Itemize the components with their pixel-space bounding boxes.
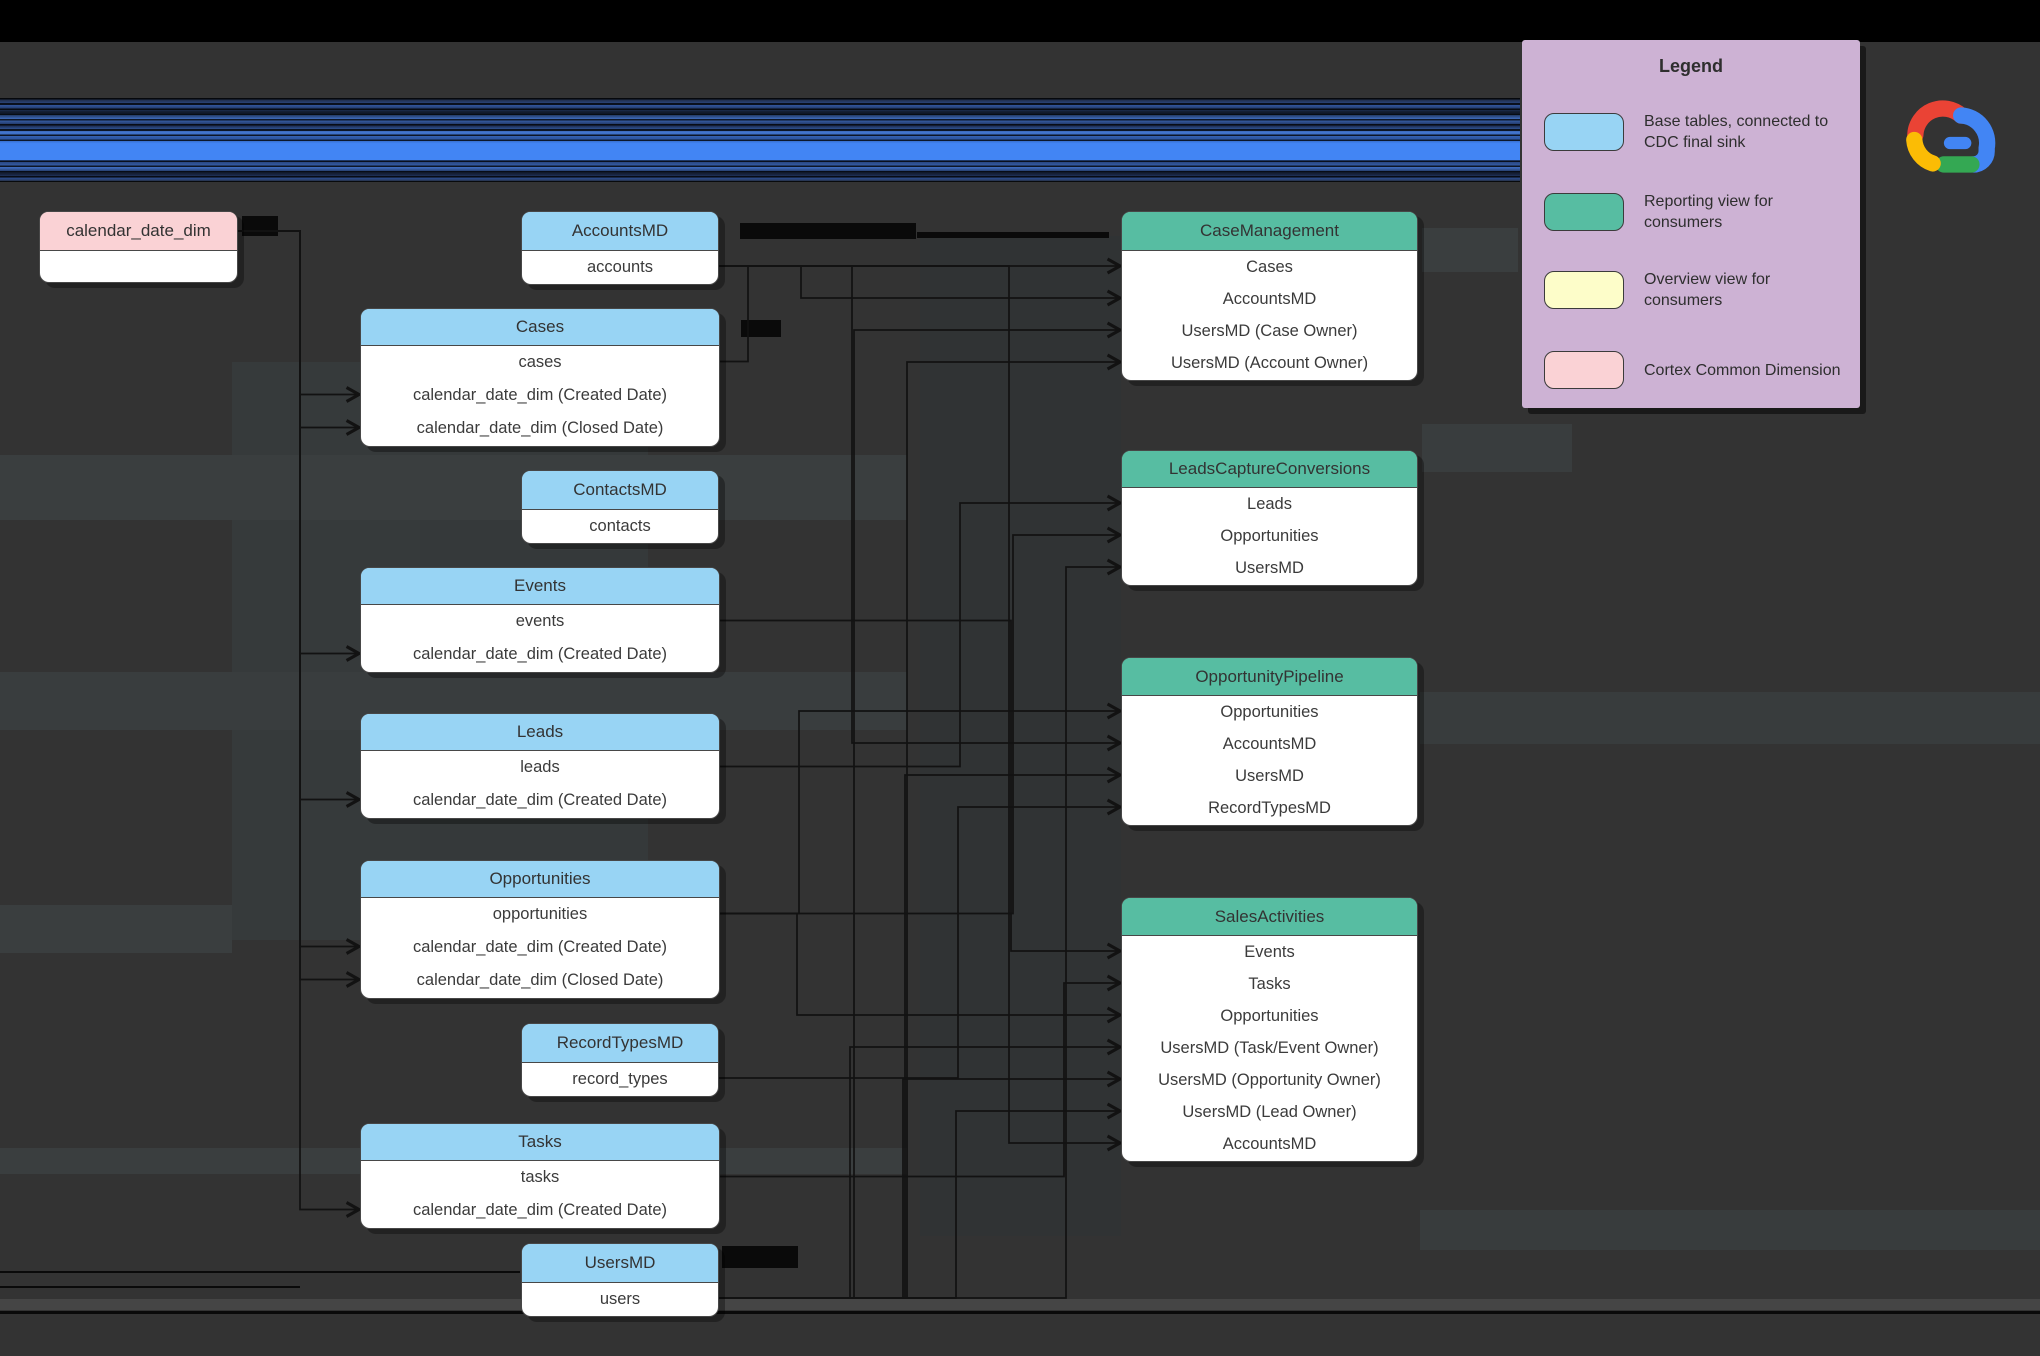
legend-title: Legend: [1658, 56, 1723, 76]
table-node-users_md: UsersMD users: [521, 1243, 719, 1317]
table-row: leads: [520, 758, 560, 776]
table-row: contacts: [589, 516, 651, 535]
table-node-title: Leads: [361, 714, 719, 751]
table-row: calendar_date_dim (Created Date): [412, 1201, 668, 1219]
table-row: UsersMD (Opportunity Owner): [1158, 1070, 1381, 1089]
table-row: tasks: [520, 1168, 560, 1186]
table-row: calendar_date_dim (Closed Date): [416, 419, 664, 437]
table-node-title: RecordTypesMD: [522, 1024, 718, 1063]
legend-item-overview_view: Overview view for consumers: [1544, 252, 1844, 328]
table-node-title: UsersMD: [522, 1244, 718, 1283]
edge-bundle-artifact: [741, 320, 781, 337]
legend-label: Reporting view for consumers: [1644, 193, 1773, 231]
background-artifact: [0, 1299, 2040, 1310]
table-node-cases: Cases cases calendar_date_dim (Created Dat…: [360, 308, 720, 447]
table-node-record_types_md: RecordTypesMD record_types: [521, 1023, 719, 1097]
table-row: Cases: [1246, 257, 1293, 276]
edge-bundle-artifact: [0, 1271, 520, 1273]
table-node-calendar_date_dim: calendar_date_dim: [39, 211, 238, 283]
table-row: UsersMD (Lead Owner): [1182, 1102, 1357, 1121]
table-row: Events: [1244, 942, 1295, 961]
table-row: calendar_date_dim (Created Date): [412, 386, 668, 404]
table-row: Tasks: [1248, 974, 1291, 993]
table-row: record_types: [572, 1069, 668, 1088]
table-row: Opportunities: [1220, 526, 1319, 545]
legend-swatch-reporting_view: [1544, 193, 1624, 231]
edge-bundle-artifact: [722, 1246, 798, 1268]
blue-glitch-band: [0, 98, 1520, 182]
background-artifact: [0, 455, 907, 520]
table-node-contacts_md: ContactsMD contacts: [521, 470, 719, 544]
table-row: UsersMD: [1235, 558, 1304, 577]
background-artifact: [1422, 228, 1518, 272]
table-node-opportunities: Opportunities opportunities calendar_date_…: [360, 860, 720, 999]
table-row: calendar_date_dim (Created Date): [412, 645, 668, 663]
edge-bundle-artifact: [242, 216, 278, 236]
table-node-title: CaseManagement: [1122, 212, 1417, 251]
table-node-title: ContactsMD: [522, 471, 718, 510]
edge-bundle-artifact: [740, 223, 916, 239]
legend-panel: Legend Base tables, connected to CDC fin…: [1522, 40, 1860, 408]
table-row: AccountsMD: [1222, 734, 1317, 753]
background-artifact: [1420, 1210, 2040, 1250]
table-row: UsersMD (Account Owner): [1170, 353, 1369, 372]
legend-swatch-overview_view: [1544, 271, 1624, 309]
edge-bundle-artifact: [0, 1311, 2040, 1314]
table-row: UsersMD (Case Owner): [1181, 321, 1358, 340]
blue-glitch-band-core: [0, 145, 1520, 160]
legend-label: Base tables, connected to CDC final sink: [1644, 113, 1829, 151]
google-cloud-logo: [1906, 100, 1996, 173]
table-node-events: Events events calendar_date_dim (Created D…: [360, 567, 720, 673]
table-row: Leads: [1247, 494, 1292, 513]
table-row: cases: [518, 353, 562, 371]
table-row: UsersMD (Task/Event Owner): [1160, 1038, 1379, 1057]
table-row: calendar_date_dim (Created Date): [412, 938, 668, 956]
legend-item-reporting_view: Reporting view for consumers: [1544, 174, 1844, 250]
table-row: events: [515, 612, 565, 630]
table-node-title: Events: [361, 568, 719, 605]
edge-bundle-artifact: [0, 1286, 300, 1288]
letterbox-top-bar: [0, 0, 2040, 42]
background-artifact: [0, 905, 232, 953]
logo-yellow-arc: [1906, 131, 1941, 172]
table-node-title: OpportunityPipeline: [1122, 658, 1417, 696]
table-node-title: Tasks: [361, 1124, 719, 1161]
table-row: users: [599, 1289, 641, 1308]
table-row: calendar_date_dim (Created Date): [412, 791, 668, 809]
table-row: calendar_date_dim (Closed Date): [416, 971, 664, 989]
legend-item-common_dimension: Cortex Common Dimension: [1544, 332, 1844, 408]
table-node-title: Opportunities: [361, 861, 719, 898]
table-row: AccountsMD: [1222, 289, 1317, 308]
legend-swatch-base: [1544, 113, 1624, 151]
table-row: UsersMD: [1235, 766, 1304, 785]
table-node-title: SalesActivities: [1122, 898, 1417, 936]
edge-bundle-artifact: [917, 232, 1109, 238]
legend-swatch-common_dimension: [1544, 351, 1624, 389]
background-artifact: [1420, 692, 2040, 744]
table-row: RecordTypesMD: [1208, 798, 1331, 817]
table-row: Opportunities: [1220, 702, 1319, 721]
legend-label: Cortex Common Dimension: [1644, 361, 1841, 379]
logo-blue-arc: [1953, 107, 1996, 173]
table-node-leads: Leads leads calendar_date_dim (Created Dat…: [360, 713, 720, 819]
legend-item-base: Base tables, connected to CDC final sink: [1544, 94, 1844, 170]
table-row: [40, 251, 237, 281]
table-row: AccountsMD: [1222, 1134, 1317, 1153]
table-node-accounts_md: AccountsMD accounts: [521, 211, 719, 285]
table-row: opportunities: [492, 905, 588, 923]
table-node-title: calendar_date_dim: [40, 212, 237, 251]
table-node-title: Cases: [361, 309, 719, 346]
table-node-tasks: Tasks tasks calendar_date_dim (Created Dat…: [360, 1123, 720, 1229]
table-row: Opportunities: [1220, 1006, 1319, 1025]
table-node-title: LeadsCaptureConversions: [1122, 451, 1417, 488]
table-node-title: AccountsMD: [522, 212, 718, 251]
legend-label: Overview view for consumers: [1644, 271, 1771, 309]
background-artifact: [1422, 424, 1572, 472]
background-artifact: [920, 236, 1121, 1236]
table-row: accounts: [586, 257, 654, 276]
